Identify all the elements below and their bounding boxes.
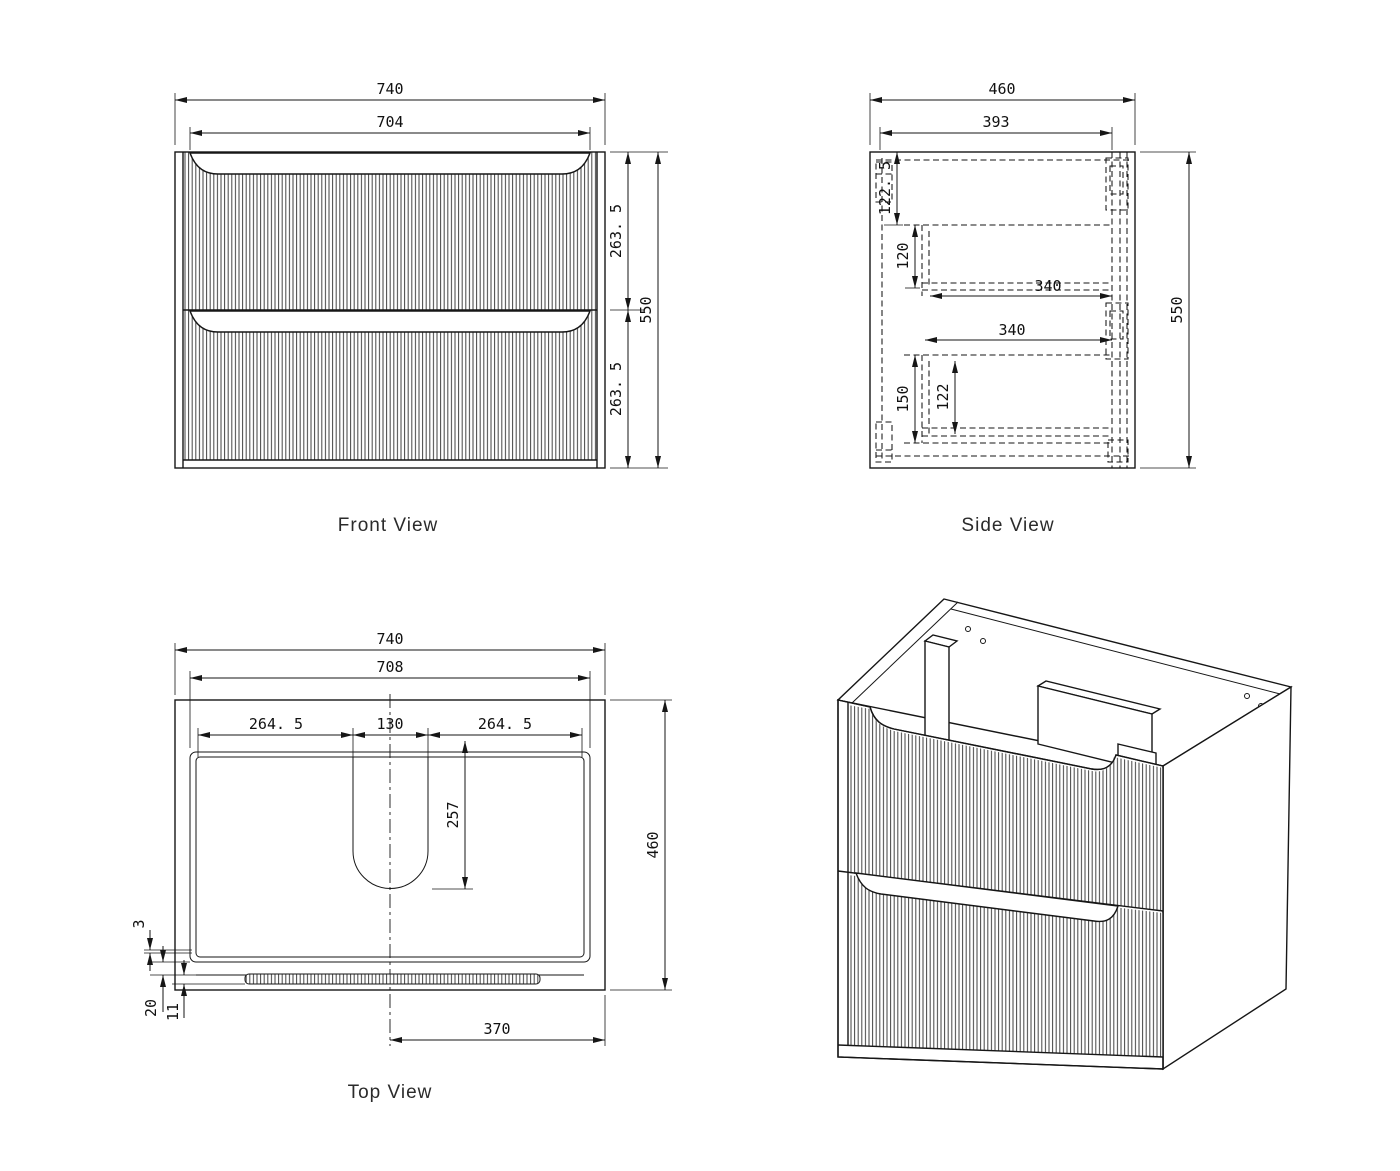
- front-cabinet-outline: [174, 151, 606, 469]
- iso-front-face-outline: [837, 699, 1164, 1070]
- dim-side-lower-inner-height: 150: [894, 385, 912, 412]
- dim-side-top-clearance: 122. 5: [876, 161, 894, 215]
- dim-side-lower-box-height: 122: [934, 383, 952, 410]
- iso-lower-handle-recess: [854, 872, 1119, 923]
- dim-front-upper-drawer-height: 263. 5: [607, 204, 625, 258]
- isometric-view: [836, 598, 1293, 1071]
- front-upper-handle-recess: [188, 152, 592, 175]
- dim-top-overall-width: 740: [376, 630, 403, 648]
- top-view-dimensions: 740 708 264. 5 130 264. 5 257 460: [130, 630, 672, 1046]
- iso-screw-hole: [965, 626, 971, 632]
- top-fluted-front-strip: [244, 973, 541, 985]
- iso-lower-drawer-flutes: [848, 875, 1163, 1057]
- side-front-bracket-bottom: [1107, 439, 1129, 463]
- dim-top-front-gap: 3: [130, 919, 148, 928]
- iso-screw-hole: [980, 638, 986, 644]
- iso-screw-hole: [1244, 693, 1250, 699]
- top-view: 740 708 264. 5 130 264. 5 257 460: [130, 630, 672, 1103]
- dim-front-overall-width: 740: [376, 80, 403, 98]
- side-upper-drawer-hidden: [904, 224, 1112, 296]
- side-view-cabinet: [869, 151, 1136, 469]
- front-view-cabinet: [174, 151, 606, 469]
- dim-top-basin-width: 130: [376, 715, 403, 733]
- side-view-label: Side View: [961, 515, 1054, 536]
- dim-top-basin-to-right: 264. 5: [478, 715, 532, 733]
- dim-front-total-height: 550: [637, 296, 655, 323]
- front-fluted-panel: [183, 152, 597, 460]
- dim-top-basin-depth: 257: [444, 801, 462, 828]
- dim-top-center-to-side: 370: [483, 1020, 510, 1038]
- dim-top-inner-width: 708: [376, 658, 403, 676]
- side-front-bracket-middle: [1105, 302, 1129, 360]
- dim-top-front-edge-thickness: 20: [142, 999, 160, 1017]
- dim-side-upper-inner-height: 120: [894, 242, 912, 269]
- top-view-label: Top View: [348, 1082, 433, 1103]
- front-view: 740 704 263. 5 263. 5 550 Front View: [174, 80, 668, 536]
- top-view-cabinet: [144, 694, 606, 1046]
- dim-front-lower-drawer-height: 263. 5: [607, 362, 625, 416]
- front-view-dimensions: 740 704 263. 5 263. 5 550: [174, 80, 668, 469]
- dim-top-front-inset: 11: [164, 1003, 182, 1021]
- front-lower-handle-recess: [188, 310, 592, 333]
- side-front-bracket-top: [1105, 157, 1129, 211]
- dim-side-inner-depth: 393: [982, 113, 1009, 131]
- dim-top-overall-depth: 460: [644, 831, 662, 858]
- dim-side-total-height: 550: [1168, 296, 1186, 323]
- side-view-dimensions: 460 393 122. 5 120 340 340 150 122 550: [869, 80, 1196, 469]
- top-basin-cutout: [352, 757, 429, 889]
- dim-front-inner-width: 704: [376, 113, 403, 131]
- side-cabinet-outline: [869, 151, 1136, 469]
- dim-top-left-to-basin: 264. 5: [249, 715, 303, 733]
- iso-upper-drawer-flutes: [848, 705, 1163, 911]
- front-view-label: Front View: [338, 515, 438, 536]
- side-view: 460 393 122. 5 120 340 340 150 122 550: [869, 80, 1196, 536]
- dim-side-upper-drawer-depth: 340: [1034, 277, 1061, 295]
- dim-side-lower-drawer-depth: 340: [998, 321, 1025, 339]
- dim-side-overall-depth: 460: [988, 80, 1015, 98]
